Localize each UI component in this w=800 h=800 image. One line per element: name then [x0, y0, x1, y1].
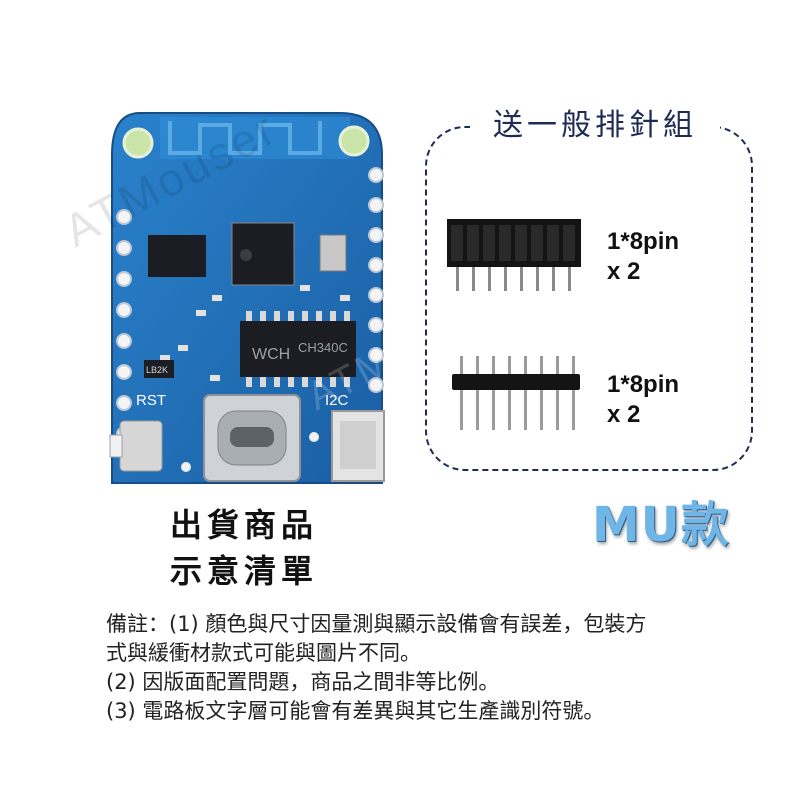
male-header-spec: 1*8pin: [607, 371, 680, 398]
shipping-caption-line-2: 示意清單: [170, 552, 319, 590]
female-header-spec: 1*8pin: [607, 228, 680, 255]
silk-i2c: I2C: [325, 392, 349, 409]
included-headers-title: 送一般排針組: [470, 106, 720, 146]
model-badge: MU款: [592, 497, 730, 553]
chip-label: CH340C: [298, 340, 348, 355]
shipping-caption-line-1: 出貨商品: [170, 506, 319, 544]
female-header-qty: x 2: [607, 258, 641, 285]
male-header-qty: x 2: [607, 401, 641, 428]
note-line: (3) 電路板文字層可能會有差異與其它生產識別符號。: [106, 699, 605, 723]
left-pin-row: [116, 209, 132, 442]
female-header-label: 1*8pin x 2: [607, 227, 679, 287]
chip-logo: WCH: [252, 346, 290, 363]
silk-lb2k: LB2K: [146, 365, 168, 375]
male-pin-header: [452, 356, 580, 430]
note-line: 式與緩衝材款式可能與圖片不同。: [106, 641, 421, 665]
d1-mini-board: CH340C WCH LB2K RST I2C: [109, 112, 385, 484]
female-pin-header: [447, 219, 581, 291]
note-line: (2) 因版面配置問題，商品之間非等比例。: [106, 670, 500, 694]
male-header-label: 1*8pin x 2: [607, 370, 679, 430]
notes-block: 備註：(1) 顏色與尺寸因量測與顯示設備會有誤差，包裝方 式與緩衝材款式可能與圖…: [106, 610, 746, 726]
note-line: 備註：(1) 顏色與尺寸因量測與顯示設備會有誤差，包裝方: [106, 612, 647, 636]
shipping-caption: 出貨商品 示意清單: [170, 502, 318, 594]
right-pin-row: [368, 167, 384, 393]
silk-rst: RST: [136, 392, 166, 409]
